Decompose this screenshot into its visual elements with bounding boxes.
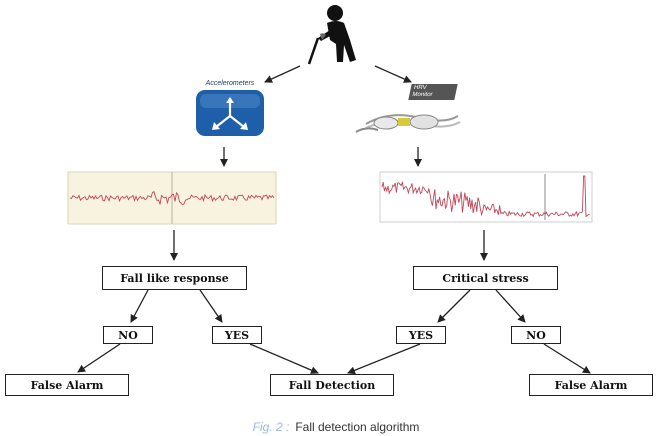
elderly-person-with-cane-icon: [307, 5, 356, 65]
arrow-yes-right-to-fall-detection: [347, 343, 421, 375]
yes-right-box: YES: [396, 326, 446, 344]
arrow-yes-left-to-fall-detection: [249, 343, 319, 374]
false-alarm-left-box: False Alarm: [5, 374, 129, 396]
hrv-monitor-icon: [355, 114, 461, 133]
fall-detection-box: Fall Detection: [270, 374, 394, 396]
arrow-fall-like-to-no: [130, 289, 149, 323]
accelerometer-signal-plot: [67, 171, 277, 225]
no-right-box: NO: [511, 326, 561, 344]
critical-stress-box: Critical stress: [413, 266, 558, 290]
fall-like-response-box: Fall like response: [102, 266, 247, 290]
hrv-label-line1: HRV: [413, 85, 428, 91]
hrv-monitor-label: HRV Monitor: [408, 84, 458, 100]
arrow-person-to-hrv: [374, 65, 412, 83]
figure-title: Fall detection algorithm: [295, 420, 420, 434]
figure-number: Fig. 2 :: [252, 420, 290, 434]
arrow-fall-like-to-yes: [199, 289, 223, 323]
arrow-critical-to-yes: [437, 289, 471, 323]
hrv-signal-plot: [379, 171, 593, 223]
accelerometer-icon: [196, 90, 264, 136]
arrow-critical-to-no: [495, 289, 526, 323]
arrow-no-left-to-false-alarm: [77, 343, 121, 373]
no-left-box: NO: [103, 326, 153, 344]
arrow-no-right-to-false-alarm: [543, 343, 591, 374]
false-alarm-right-box: False Alarm: [529, 374, 653, 396]
arrow-person-to-accelerometer: [264, 65, 301, 83]
figure-caption: Fig. 2 : Fall detection algorithm: [0, 420, 672, 434]
accelerometer-label: Accelerometers: [205, 80, 255, 87]
diagram-canvas: [67, 5, 593, 375]
hrv-label-line2: Monitor: [411, 92, 434, 98]
yes-left-box: YES: [212, 326, 262, 344]
